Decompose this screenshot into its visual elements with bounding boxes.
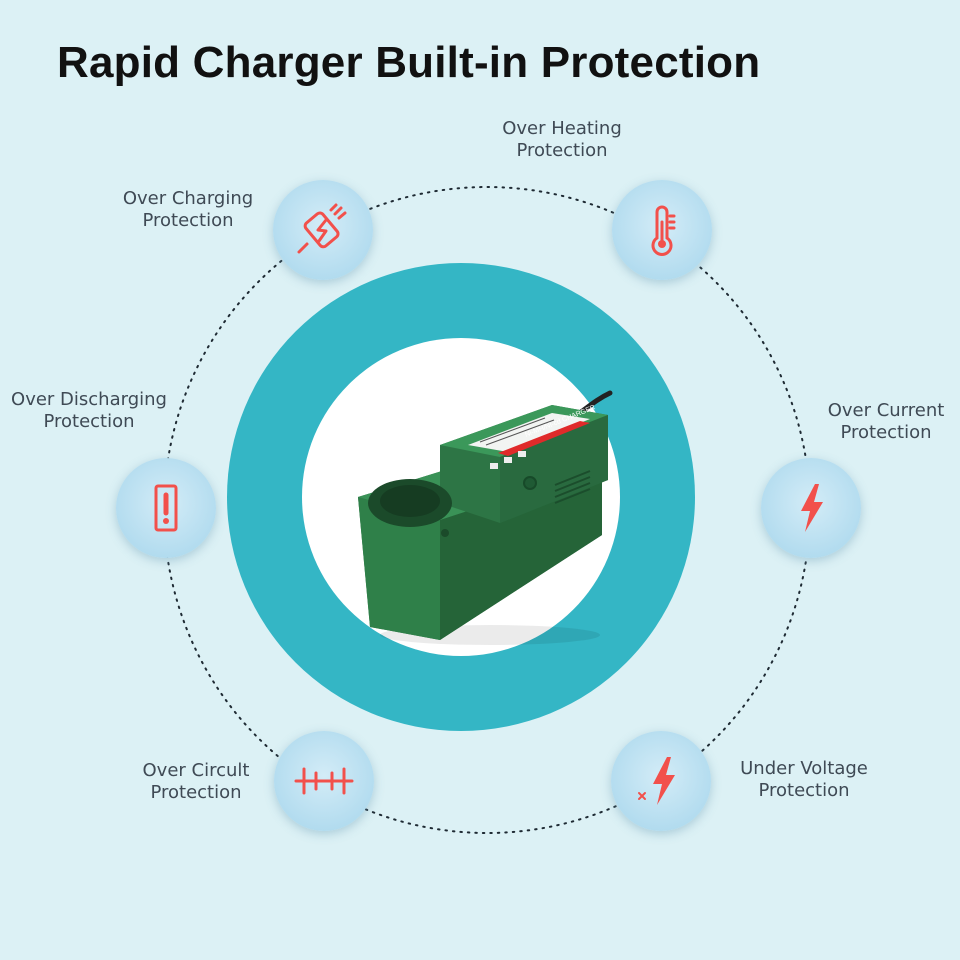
lightning-icon (801, 484, 823, 532)
lightning-x-icon (638, 757, 675, 805)
over-circuit-badge (274, 731, 374, 831)
over-heating-badge (612, 180, 712, 280)
exclamation-icon (154, 484, 178, 532)
page-title: Rapid Charger Built-in Protection (57, 38, 761, 87)
under-voltage-badge (611, 731, 711, 831)
circuit-icon (294, 767, 354, 795)
over-heating-label: Over Heating Protection (502, 118, 622, 161)
charger-image: Ni-MH/Ni-cd CHARGER (358, 390, 613, 645)
over-current-badge (761, 458, 861, 558)
over-current-label: Over Current Protection (827, 400, 945, 443)
over-discharging-label: Over Discharging Protection (11, 389, 167, 432)
plug-lightning-icon (297, 203, 347, 254)
over-circuit-label: Over Circult Protection (142, 760, 250, 803)
under-voltage-label: Under Voltage Protection (740, 758, 868, 801)
thermometer-icon (651, 205, 676, 256)
over-discharging-badge (116, 458, 216, 558)
over-charging-badge (273, 180, 373, 280)
over-charging-label: Over Charging Protection (122, 188, 254, 231)
